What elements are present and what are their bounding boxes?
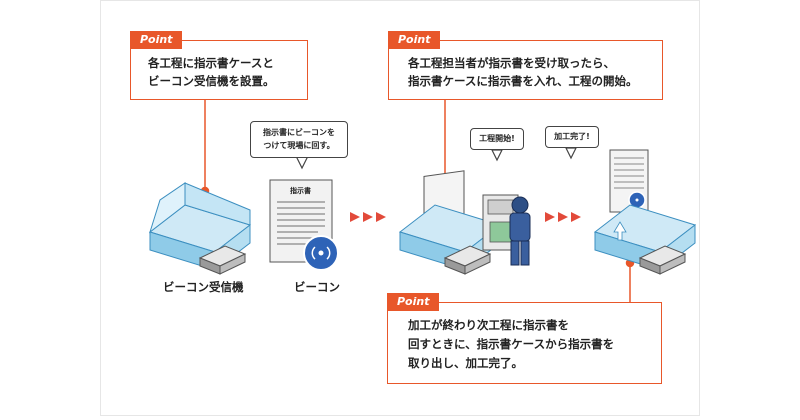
point-text-3-line-3: 取り出し、加工完了。 bbox=[408, 356, 523, 370]
bubble-process-start: 工程開始! bbox=[470, 128, 524, 150]
point-text-1-line-2: ビーコン受信機を設置。 bbox=[148, 74, 275, 88]
point-tag-1: Point bbox=[130, 31, 183, 49]
beacon-icon-1 bbox=[303, 235, 339, 271]
case-icon-1 bbox=[148, 182, 252, 272]
point-box-1 bbox=[130, 40, 308, 100]
receiver-icon-2 bbox=[443, 245, 492, 275]
bubble-process-done: 加工完了! bbox=[545, 126, 599, 148]
point-text-2-line-2: 指示書ケースに指示書を入れ、工程の開始。 bbox=[408, 74, 638, 88]
beacon-icon-3 bbox=[628, 191, 646, 209]
receiver-icon-1 bbox=[198, 245, 247, 275]
arrow-icon-1 bbox=[350, 212, 386, 222]
point-text-3-line-2: 回すときに、指示書ケースから指示書を bbox=[408, 337, 615, 351]
label-beacon: ビーコン bbox=[294, 280, 340, 294]
document-title: 指示書 bbox=[290, 187, 311, 195]
point-box-3 bbox=[387, 302, 662, 384]
receiver-icon-3 bbox=[638, 245, 687, 275]
point-box-2 bbox=[388, 40, 663, 100]
point-text-2-line-1: 各工程担当者が指示書を受け取ったら、 bbox=[408, 56, 615, 70]
point-tag-2: Point bbox=[388, 31, 441, 49]
arrow-icon-2 bbox=[545, 212, 581, 222]
bubble-beacon-note: 指示書にビーコンを つけて現場に回す。 bbox=[250, 121, 348, 158]
bubble-beacon-note-line-1: 指示書にビーコンを bbox=[263, 128, 335, 137]
point-tag-3: Point bbox=[387, 293, 440, 311]
label-receiver: ビーコン受信機 bbox=[163, 280, 244, 294]
worker-icon bbox=[509, 196, 531, 266]
point-text-1-line-1: 各工程に指示書ケースと bbox=[148, 56, 274, 70]
point-text-3-line-1: 加工が終わり次工程に指示書を bbox=[408, 318, 569, 332]
bubble-beacon-note-line-2: つけて現場に回す。 bbox=[263, 141, 335, 150]
